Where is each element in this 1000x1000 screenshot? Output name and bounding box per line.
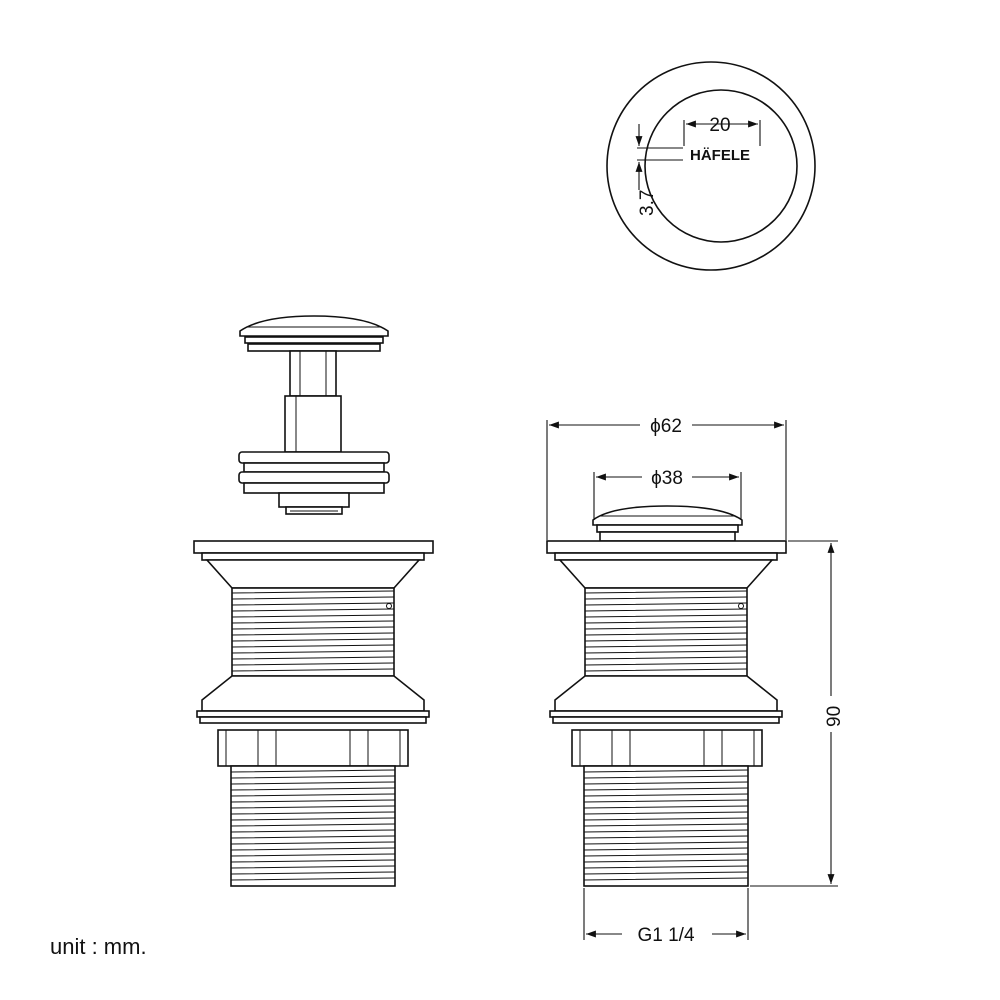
logo-height-label: 3.7 — [637, 190, 658, 216]
top-view-cap: HÄFELE 20 3.7 — [606, 61, 816, 271]
thread-label: G1 1/4 — [637, 925, 694, 946]
stem-upper — [289, 350, 337, 397]
lock-nut — [201, 675, 425, 712]
body-flange — [193, 540, 434, 554]
washer-1 — [196, 710, 430, 718]
washer-2 — [199, 716, 427, 724]
assembled-dimensions: ϕ62 ϕ38 90 G1 1/4 — [546, 413, 845, 946]
hex-nut — [217, 729, 409, 767]
unit-label: unit : mm. — [50, 934, 147, 959]
cartridge-ring-2 — [238, 471, 390, 484]
cartridge-ring-1 — [238, 451, 390, 464]
body-taper — [205, 559, 421, 589]
assembled-flange — [546, 540, 787, 554]
height-label: 90 — [824, 706, 845, 727]
outer-diameter-label: ϕ62 — [650, 416, 682, 437]
hafele-logo: HÄFELE — [690, 147, 750, 164]
logo-width-label: 20 — [709, 115, 730, 136]
upper-thread — [231, 587, 395, 677]
assembled-view — [546, 505, 787, 887]
stem-lower — [284, 395, 342, 453]
exploded-view — [193, 315, 434, 887]
cap-diameter-label: ϕ38 — [651, 468, 683, 489]
cap-inner-circle — [644, 89, 798, 243]
assembled-hex-nut — [571, 729, 763, 767]
cap-outer-circle — [606, 61, 816, 271]
pop-up-cap — [239, 315, 389, 337]
assembled-lock-nut — [554, 675, 778, 712]
assembled-upper-thread — [584, 587, 748, 677]
